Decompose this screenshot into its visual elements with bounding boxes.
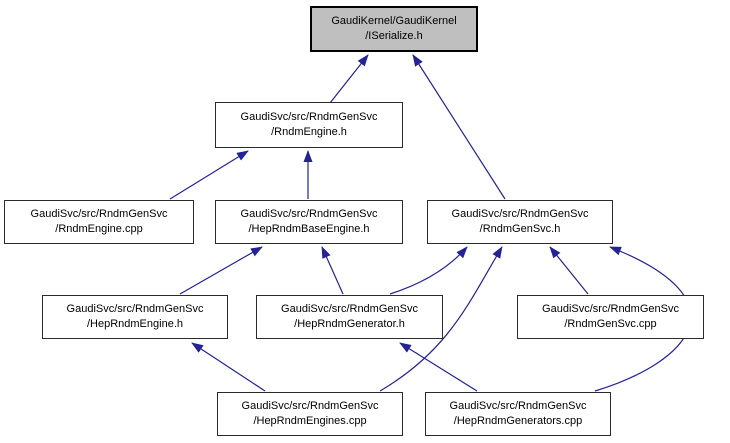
node-label-line1: GaudiSvc/src/RndmGenSvc	[66, 303, 204, 316]
node-label-line1: GaudiSvc/src/RndmGenSvc	[451, 208, 589, 221]
node-label-line2: /RndmEngine.cpp	[55, 223, 143, 235]
edge-heprndmgenerator-h-to-rndmgensvc-h	[389, 246, 468, 295]
node-label-line1: GaudiSvc/src/RndmGenSvc	[240, 208, 378, 221]
node-label-line2: /HepRndmBaseEngine.h	[248, 223, 370, 235]
graph-node-rndmgensvc-cpp[interactable]: GaudiSvc/src/RndmGenSvc /RndmGenSvc.cpp	[517, 295, 704, 339]
node-label-line2: /HepRndmEngine.h	[86, 318, 183, 330]
node-label-line2: /RndmEngine.h	[271, 126, 347, 138]
node-label-line1: GaudiSvc/src/RndmGenSvc	[240, 111, 378, 124]
graph-node-heprndmgenerators-cpp[interactable]: GaudiSvc/src/RndmGenSvc /HepRndmGenerato…	[425, 392, 611, 436]
node-label-line1: GaudiSvc/src/RndmGenSvc	[30, 208, 168, 221]
graph-node-heprndmbaseengine-h[interactable]: GaudiSvc/src/RndmGenSvc /HepRndmBaseEngi…	[215, 200, 403, 244]
graph-node-rndmengine-cpp[interactable]: GaudiSvc/src/RndmGenSvc /RndmEngine.cpp	[4, 200, 194, 244]
node-label-line2: /RndmGenSvc.cpp	[564, 318, 657, 330]
node-label-line1: GaudiSvc/src/RndmGenSvc	[281, 303, 418, 316]
edge-rndmengine-h-to-iserialize-h	[329, 54, 369, 104]
edge-heprndmgenerators-cpp-to-heprndmgenerator-h	[399, 342, 478, 392]
graph-node-rndmengine-h[interactable]: GaudiSvc/src/RndmGenSvc /RndmEngine.h	[215, 102, 403, 148]
edge-rndmengine-cpp-to-rndmengine-h	[169, 150, 249, 200]
node-label-line2: /HepRndmEngines.cpp	[253, 415, 367, 427]
graph-node-rndmgensvc-h[interactable]: GaudiSvc/src/RndmGenSvc /RndmGenSvc.h	[427, 200, 613, 244]
node-label-line1: GaudiSvc/src/RndmGenSvc	[542, 303, 679, 316]
node-label-line2: /HepRndmGenerator.h	[294, 318, 405, 330]
graph-node-heprndmengines-cpp[interactable]: GaudiSvc/src/RndmGenSvc /HepRndmEngines.…	[217, 392, 403, 436]
graph-node-iserialize-h: GaudiKernel/GaudiKernel /ISerialize.h	[310, 6, 478, 52]
node-label-line1: GaudiSvc/src/RndmGenSvc	[449, 400, 587, 413]
edge-heprndmgenerator-h-to-heprndmbaseengine-h	[321, 246, 344, 295]
node-label-line2: /ISerialize.h	[365, 30, 423, 42]
graph-node-heprndmgenerator-h[interactable]: GaudiSvc/src/RndmGenSvc /HepRndmGenerato…	[256, 295, 443, 339]
edge-rndmgensvc-h-to-iserialize-h	[412, 54, 506, 200]
node-label-line1: GaudiKernel/GaudiKernel	[331, 15, 457, 28]
edge-heprndmengine-h-to-heprndmbaseengine-h	[179, 246, 263, 295]
node-label-line2: /RndmGenSvc.h	[479, 223, 561, 235]
graph-node-heprndmengine-h[interactable]: GaudiSvc/src/RndmGenSvc /HepRndmEngine.h	[42, 295, 228, 339]
edge-heprndmengines-cpp-to-heprndmengine-h	[191, 342, 266, 392]
node-label-line1: GaudiSvc/src/RndmGenSvc	[241, 400, 379, 413]
edge-rndmgensvc-cpp-to-rndmgensvc-h	[549, 246, 589, 295]
node-label-line2: /HepRndmGenerators.cpp	[453, 415, 583, 427]
